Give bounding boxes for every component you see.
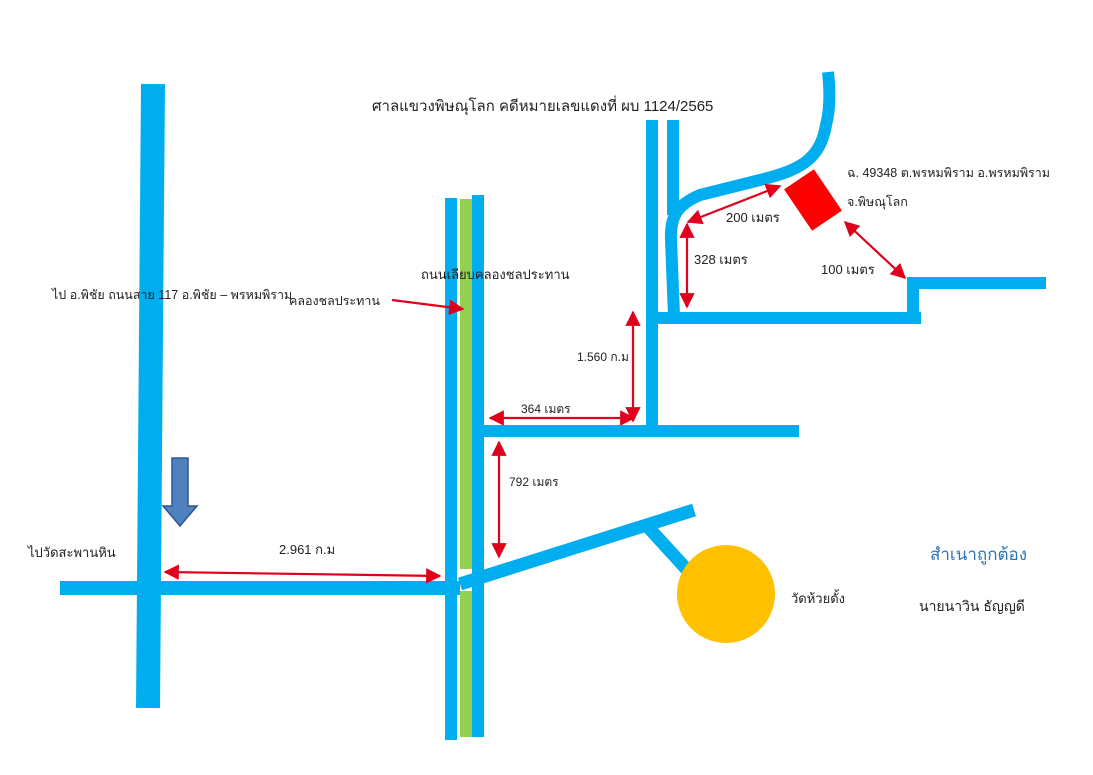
- diagonal-road: [458, 503, 696, 591]
- measure-100m-arrow: [843, 220, 907, 280]
- distance-364m: 364 เมตร: [521, 402, 571, 416]
- canal-strip-lower: [460, 591, 472, 737]
- measure-200m-arrow: [686, 183, 782, 225]
- property-parcel: [784, 169, 842, 231]
- distance-2961km: 2.961 ก.ม: [279, 542, 335, 557]
- curved-road-to-property: [664, 71, 836, 317]
- label-canal: คลองชลประทาน: [289, 294, 380, 308]
- label-canal-road: ถนนเลียบคลองชลประทาน: [421, 267, 570, 282]
- certified-copy-label: สำเนาถูกต้อง: [930, 545, 1027, 565]
- temple-circle: [677, 545, 775, 643]
- distance-1560km: 1.560 ก.ม: [577, 350, 629, 364]
- label-to-phichai: ไป อ.พิชัย ถนนสาย 117 อ.พิชัย – พรหมพิรา…: [51, 288, 292, 302]
- map-title: ศาลแขวงพิษณุโลก คดีหมายเลขแดงที่ ผบ 1124…: [372, 95, 713, 116]
- temple-access-road: [643, 522, 695, 578]
- measurement-arrows: [163, 183, 907, 584]
- distance-200m: 200 เมตร: [726, 210, 780, 225]
- label-wat-huai-dang: วัดห้วยดั้ง: [791, 589, 845, 606]
- label-to-wat-saphan-hin: ไปวัดสะพานหิน: [27, 545, 116, 560]
- label-property-line2: จ.พิษณุโลก: [847, 194, 908, 210]
- distance-792m: 792 เมตร: [509, 475, 559, 489]
- label-property-line1: ฉ. 49348 ต.พรหมพิราม อ.พรหมพิราม: [847, 166, 1050, 180]
- measure-2961km-arrow: [163, 564, 442, 584]
- canal: [460, 199, 472, 737]
- canal-strip-upper: [460, 199, 472, 569]
- signer-name: นายนาวิน ธัญญดี: [919, 598, 1025, 614]
- location-down-arrow-icon: [161, 457, 199, 528]
- distance-328m: 328 เมตร: [694, 252, 748, 267]
- canal-pointer-arrow: [391, 298, 465, 315]
- roads: [60, 71, 1046, 740]
- highway-117-road: [136, 83, 165, 709]
- distance-100m: 100 เมตร: [821, 262, 875, 277]
